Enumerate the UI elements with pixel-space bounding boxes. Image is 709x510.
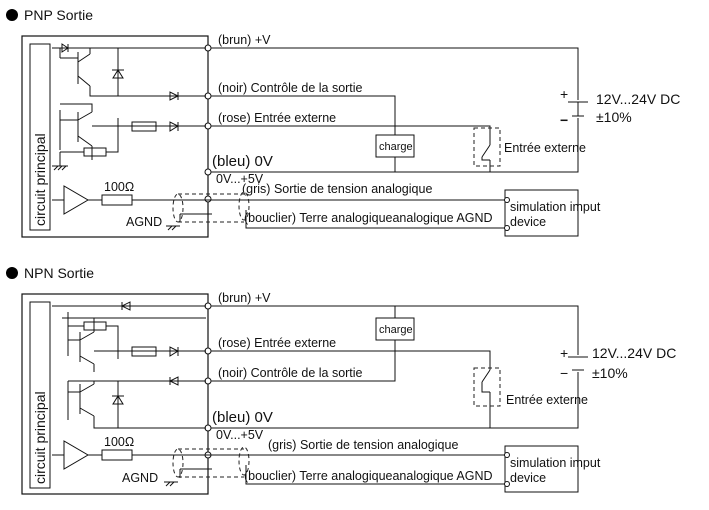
pnp-circuit-label-frame — [29, 43, 51, 231]
npn-battery-icon — [568, 356, 588, 371]
npn-shield-cable-right — [238, 446, 250, 476]
npn-amp-triangle — [63, 440, 89, 470]
pnp-wire-black — [210, 95, 396, 135]
npn-supply-voltage: 12V...24V DC — [592, 345, 676, 361]
pnp-terminal-gray — [204, 195, 212, 203]
npn-sim-device-box — [504, 445, 579, 493]
pnp-label-shield: (bouclier) Terre analogiqueanalogique AG… — [244, 211, 493, 225]
npn-wire-black — [210, 340, 396, 382]
pnp-supply-tolerance: ±10% — [596, 109, 632, 125]
pnp-label-brown: (brun) +V — [218, 33, 271, 47]
pnp-ext-switch-box — [473, 127, 501, 167]
pnp-agnd-label: AGND — [126, 215, 162, 229]
npn-label-gray: (gris) Sortie de tension analogique — [268, 438, 458, 452]
pnp-shield-cable-right — [238, 191, 250, 221]
npn-label-brown: (brun) +V — [218, 291, 271, 305]
npn-section: NPN Sortie circuit principal (brun) +V (… — [6, 265, 676, 495]
npn-label-shield: (bouclier) Terre analogiqueanalogique AG… — [244, 469, 493, 483]
npn-main-circuit-box — [21, 293, 209, 495]
pnp-main-circuit-box — [21, 35, 209, 238]
pnp-wire-shield — [179, 210, 505, 229]
npn-wire-brown — [210, 305, 579, 355]
npn-label-black: (noir) Contrôle de la sortie — [218, 366, 363, 380]
npn-agnd-label: AGND — [122, 471, 158, 485]
pnp-internal-circuit — [52, 43, 206, 171]
pnp-wire-blue — [210, 118, 579, 173]
pnp-sim-label-1: simulation imput — [510, 200, 601, 214]
npn-resistor-100 — [101, 449, 133, 461]
npn-sim-label-1: simulation imput — [510, 456, 601, 470]
pnp-sim-label-2: device — [510, 215, 546, 229]
npn-circuit-label-frame — [29, 301, 51, 489]
pnp-resistor-label: 100Ω — [104, 180, 134, 194]
npn-ext-switch-box — [473, 367, 501, 407]
pnp-agnd-ground-icon — [166, 225, 180, 231]
pnp-sim-device-box — [504, 189, 579, 237]
npn-label-range: 0V...+5V — [216, 428, 264, 442]
pnp-wire-brown — [210, 47, 579, 100]
npn-resistor-label: 100Ω — [104, 435, 134, 449]
npn-battery-plus: + — [560, 345, 568, 361]
pnp-amp-triangle — [63, 185, 89, 215]
npn-wire-pink — [210, 350, 491, 370]
pnp-resistor-100 — [101, 194, 133, 206]
npn-load-label: charge — [379, 324, 413, 336]
pnp-load-label: charge — [379, 141, 413, 153]
pnp-battery-plus: + — [560, 86, 568, 102]
pnp-bullet-icon — [6, 9, 18, 21]
npn-label-blue: (bleu) 0V — [212, 409, 273, 426]
pnp-label-pink: (rose) Entrée externe — [218, 111, 336, 125]
npn-title: NPN Sortie — [24, 265, 94, 281]
pnp-label-gray: (gris) Sortie de tension analogique — [242, 182, 432, 196]
npn-battery-minus: − — [560, 365, 568, 381]
npn-supply-tolerance: ±10% — [592, 365, 628, 381]
pnp-title: PNP Sortie — [24, 7, 93, 23]
npn-shield-cable-left — [172, 448, 184, 478]
pnp-wire-pink — [210, 125, 491, 145]
pnp-shield-cable-left — [172, 193, 184, 223]
npn-bullet-icon — [6, 267, 18, 279]
npn-circuit-label: circuit principal — [32, 391, 48, 484]
pnp-switch-icon — [481, 144, 491, 161]
pnp-supply-voltage: 12V...24V DC — [596, 91, 680, 107]
npn-internal-circuit — [52, 301, 206, 429]
pnp-label-blue: (bleu) 0V — [212, 153, 273, 170]
pnp-ext-input-label: Entrée externe — [504, 141, 586, 155]
pnp-terminal-blue — [204, 168, 212, 176]
pnp-label-black: (noir) Contrôle de la sortie — [218, 81, 363, 95]
npn-label-pink: (rose) Entrée externe — [218, 336, 336, 350]
npn-ext-input-label: Entrée externe — [506, 393, 588, 407]
pnp-battery-minus: − — [560, 112, 568, 128]
pnp-section: PNP Sortie circuit principal (brun) +V (… — [6, 7, 680, 238]
npn-wire-blue — [210, 372, 579, 429]
pnp-label-range: 0V...+5V — [216, 172, 264, 186]
npn-load-box — [375, 317, 415, 341]
npn-switch-icon — [481, 369, 491, 393]
npn-agnd-ground-icon — [164, 481, 178, 487]
pnp-load-box — [375, 134, 415, 158]
npn-sim-label-2: device — [510, 471, 546, 485]
pnp-circuit-label: circuit principal — [32, 133, 48, 226]
